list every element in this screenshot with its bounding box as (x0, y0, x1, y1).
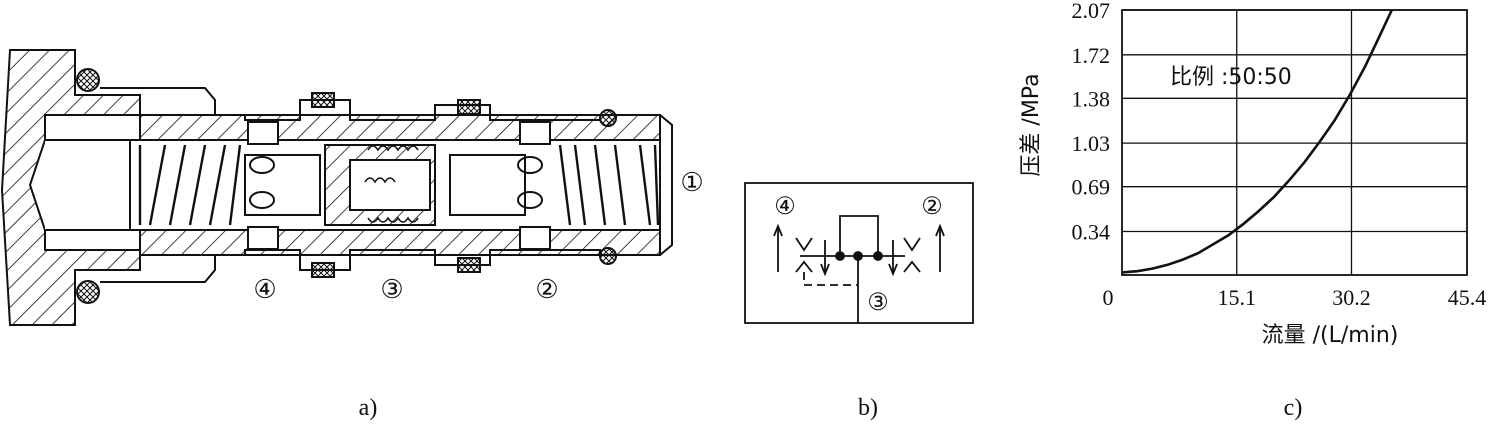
center-spring (364, 145, 419, 223)
panel-label-b: b) (858, 395, 878, 421)
chart-grid (1122, 9, 1467, 275)
symbol-port-3: ③ (867, 290, 889, 316)
chart-y-tick-label: 1.03 (1072, 131, 1111, 156)
chart-y-tick-label: 0.34 (1072, 219, 1111, 244)
chart-y-label: 压差 /MPa (1019, 73, 1044, 176)
sleeve-o-rings (311, 92, 617, 278)
chart-x-label: 流量 /(L/min) (1262, 323, 1399, 348)
symbol-port-2: ② (921, 194, 943, 220)
chart-x-tick-label: 0 (1103, 285, 1114, 310)
panel-labels: a) b) c) (359, 395, 1303, 421)
symbol-port-labels: ④ ② ③ (774, 194, 943, 316)
valve-section-view (0, 49, 673, 326)
section-port-3: ③ (380, 275, 403, 304)
symbol-frame (744, 182, 974, 324)
panel-label-c: c) (1284, 395, 1303, 421)
chart-y-tick-label: 1.72 (1072, 43, 1111, 68)
section-port-4: ④ (253, 275, 276, 304)
valve-symbol (744, 182, 974, 324)
section-port-2: ② (535, 275, 558, 304)
pressure-flow-chart: 0.34 0.69 1.03 1.38 1.72 2.07 0 15.1 30.2 45.4 比… (1019, 0, 1486, 348)
section-port-labels: ① ④ ③ ② (253, 168, 703, 304)
right-spool (449, 154, 526, 216)
chart-series-line (1121, 9, 1393, 274)
chart-title: 比例 :50:50 (1170, 65, 1292, 90)
chart-y-ticks: 0.34 0.69 1.03 1.38 1.72 2.07 (1072, 0, 1111, 244)
left-spring (138, 144, 242, 226)
chart-y-tick-label: 2.07 (1072, 0, 1111, 23)
left-spool (244, 154, 321, 216)
panel-label-a: a) (359, 395, 378, 421)
chart-y-tick-label: 1.38 (1072, 86, 1111, 111)
chart-x-tick-label: 45.4 (1448, 285, 1487, 310)
flange-o-rings (76, 68, 100, 304)
symbol-port-4: ④ (774, 194, 796, 220)
right-spring (558, 144, 660, 226)
chart-y-tick-label: 0.69 (1072, 175, 1111, 200)
chart-x-tick-label: 30.2 (1332, 285, 1371, 310)
chart-x-ticks: 0 15.1 30.2 45.4 (1103, 285, 1487, 310)
chart-x-tick-label: 15.1 (1217, 285, 1256, 310)
section-port-1: ① (680, 168, 703, 197)
